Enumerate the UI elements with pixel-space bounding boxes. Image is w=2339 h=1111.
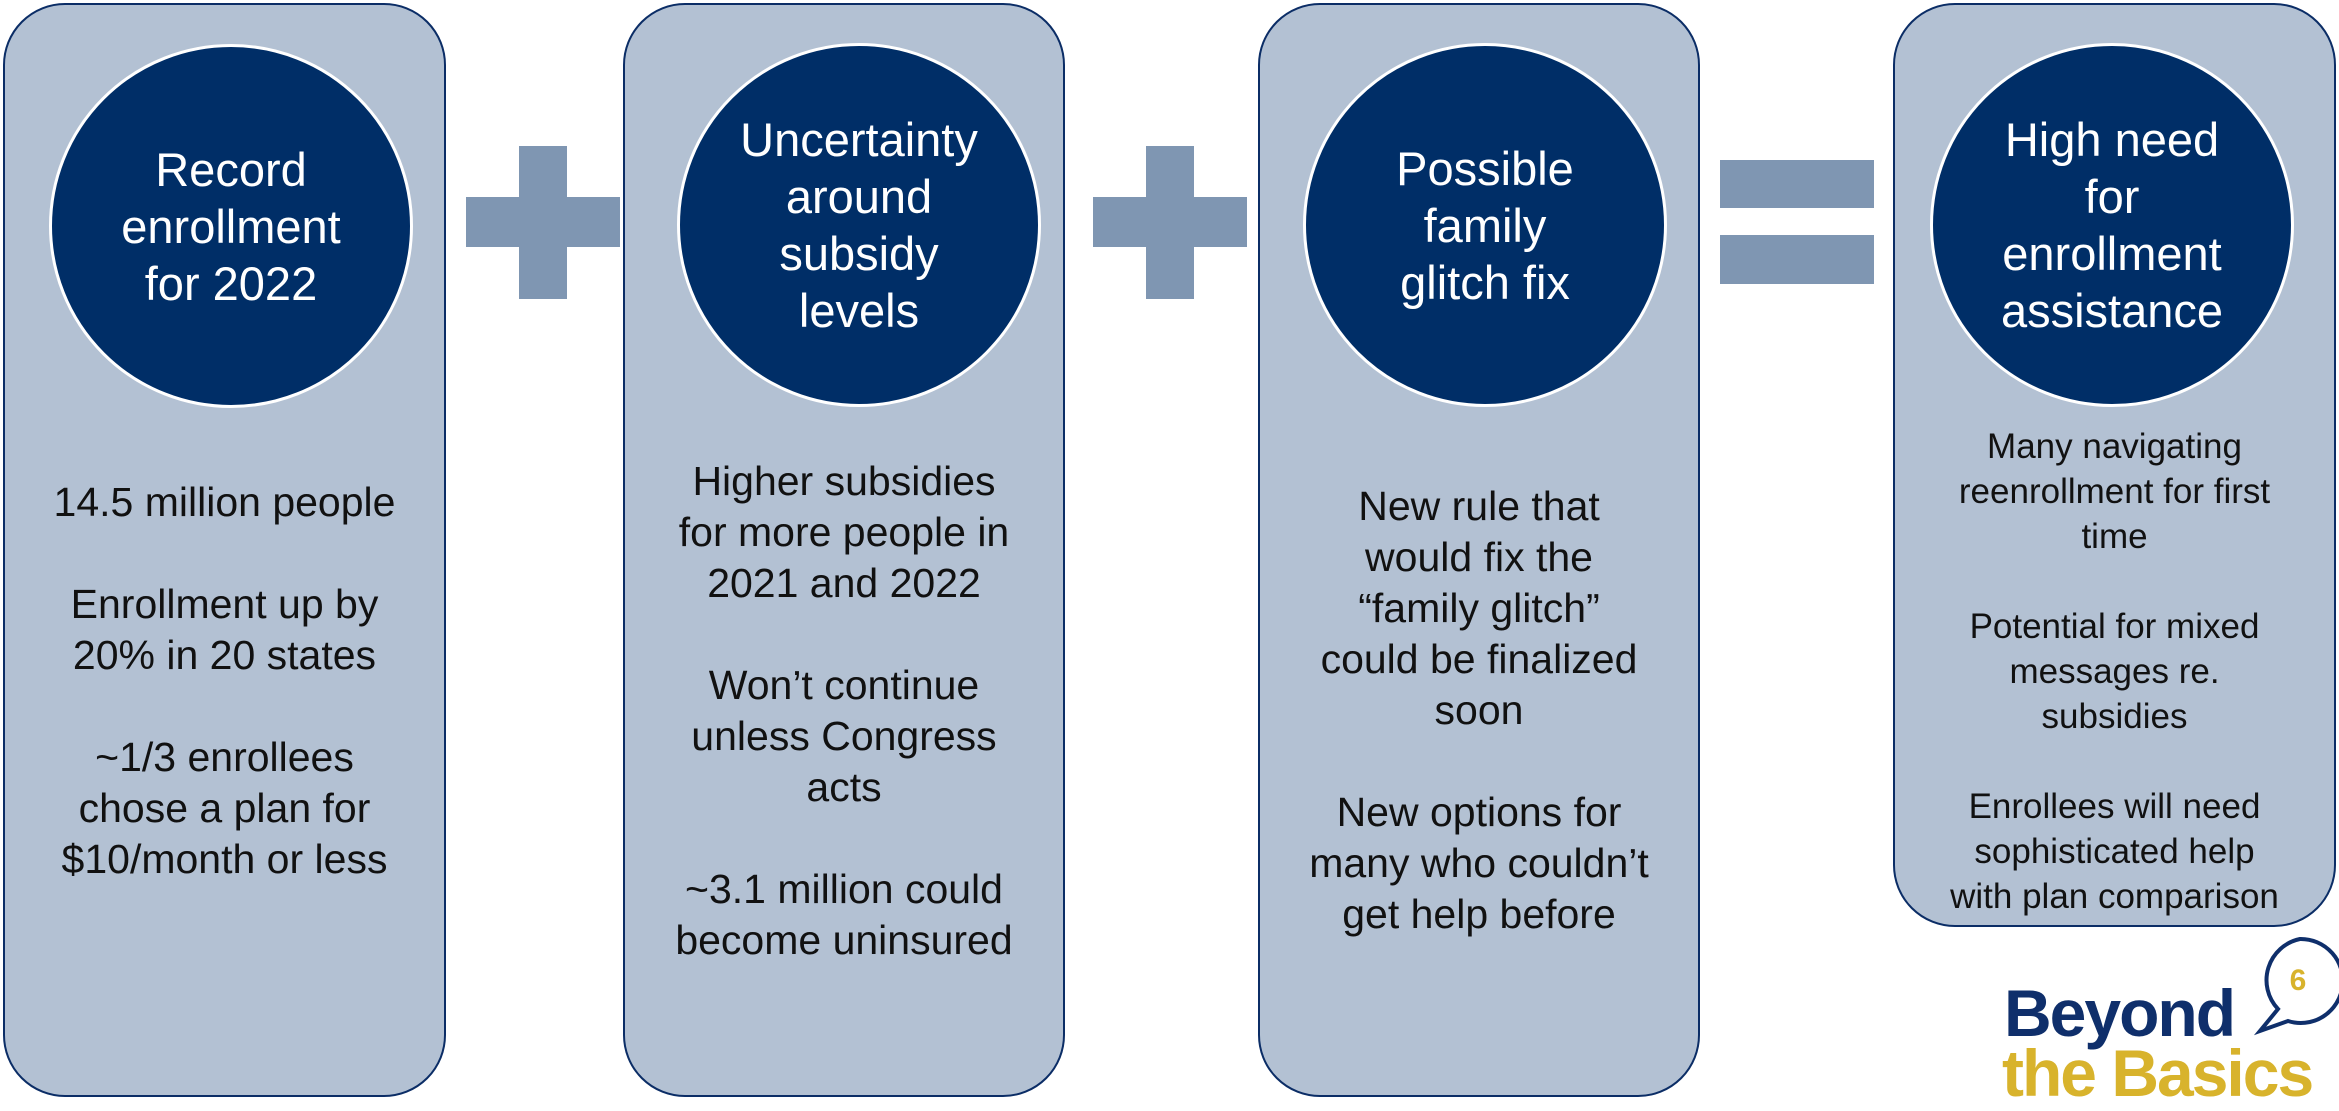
column-title: Record enrollment for 2022 [121,142,341,310]
logo-line-beyond: Beyond [2004,976,2236,1050]
circle-enrollment-assistance: High need for enrollment assistance [1930,43,2294,407]
body-paragraph: ~1/3 enrollees chose a plan for $10/mont… [61,734,388,882]
column-body: New rule that would fix the “family glit… [1260,481,1698,940]
column-title: Uncertainty around subsidy levels [740,113,978,337]
column-body: Many navigating reenrollment for first t… [1895,424,2334,919]
circle-record-enrollment: Record enrollment for 2022 [49,44,413,408]
body-paragraph: Enrollment up by 20% in 20 states [70,581,379,678]
plus-icon [466,146,620,299]
logo-line-the-basics: the Basics [2002,1036,2314,1110]
equals-icon [1720,160,1874,284]
panel-enrollment-assistance: High need for enrollment assistance Many… [1893,3,2336,927]
body-paragraph: New options for many who couldn’t get he… [1309,789,1649,937]
plus-icon [1093,146,1247,299]
body-paragraph: 14.5 million people [53,479,396,525]
circle-family-glitch: Possible family glitch fix [1303,43,1667,407]
panel-family-glitch: Possible family glitch fix New rule that… [1258,3,1700,1097]
body-paragraph: New rule that would fix the “family glit… [1320,483,1638,733]
column-body: Higher subsidies for more people in 2021… [625,456,1063,966]
body-paragraph: Potential for mixed messages re. subsidi… [1969,607,2260,736]
page-number: 6 [2289,964,2307,997]
body-paragraph: Many navigating reenrollment for first t… [1958,427,2271,556]
circle-subsidy-uncertainty: Uncertainty around subsidy levels [677,43,1041,407]
body-paragraph: Won’t continue unless Congress acts [691,662,997,810]
body-paragraph: Enrollees will need sophisticated help w… [1950,787,2279,916]
beyond-the-basics-logo: Beyond the Basics 6 [2000,935,2339,1110]
panel-subsidy-uncertainty: Uncertainty around subsidy levels Higher… [623,3,1065,1097]
column-title: Possible family glitch fix [1396,141,1574,309]
speech-bubble-icon [2253,936,2339,1036]
body-paragraph: ~3.1 million could become uninsured [675,866,1013,963]
column-title: High need for enrollment assistance [2000,113,2224,337]
column-body: 14.5 million people Enrollment up by 20%… [5,477,444,885]
panel-record-enrollment: Record enrollment for 2022 14.5 million … [3,3,446,1097]
body-paragraph: Higher subsidies for more people in 2021… [678,458,1010,606]
